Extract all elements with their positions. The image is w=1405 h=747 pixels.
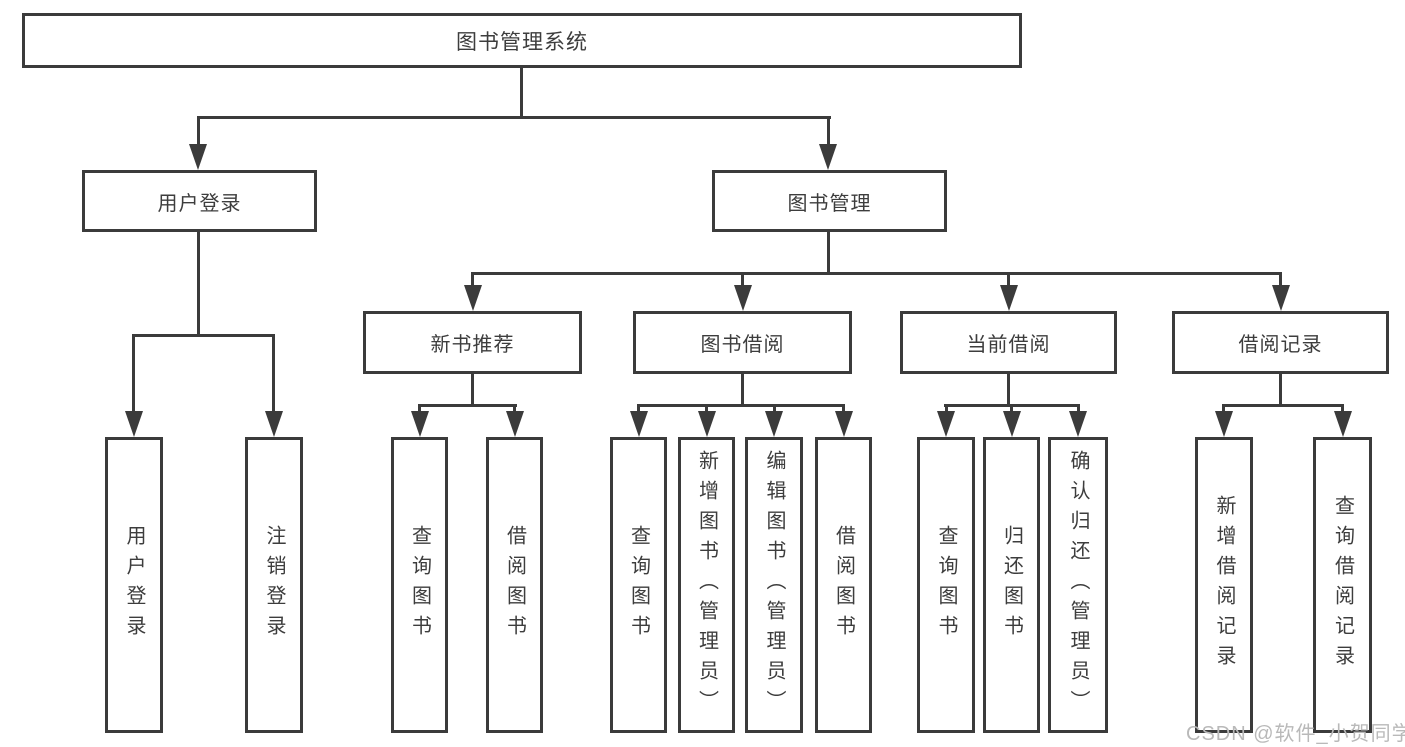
arrow-down-icon — [1069, 411, 1087, 437]
leaf-add-book-admin: 新增图书（管理员） — [678, 437, 735, 733]
connector-line — [741, 275, 744, 287]
arrow-down-icon — [734, 285, 752, 311]
connector-line — [741, 374, 744, 407]
connector-line — [944, 404, 1080, 407]
connector-line — [705, 407, 708, 413]
arrow-down-icon — [835, 411, 853, 437]
leaf-edit-book-admin: 编辑图书（管理员） — [745, 437, 803, 733]
leaf-query-books-borrowing: 查询图书 — [610, 437, 667, 733]
connector-line — [637, 404, 845, 407]
arrow-down-icon — [1334, 411, 1352, 437]
connector-line — [1279, 275, 1282, 287]
arrow-down-icon — [1215, 411, 1233, 437]
arrow-down-icon — [937, 411, 955, 437]
connector-line — [272, 337, 275, 411]
leaf-query-borrow-record: 查询借阅记录 — [1313, 437, 1372, 733]
arrow-down-icon — [189, 144, 207, 170]
leaf-logout: 注销登录 — [245, 437, 303, 733]
connector-line — [520, 68, 523, 119]
connector-line — [842, 407, 845, 413]
connector-line — [1007, 275, 1010, 287]
connector-line — [197, 119, 200, 145]
node-current-borrowing: 当前借阅 — [900, 311, 1117, 374]
connector-line — [471, 275, 474, 287]
connector-line — [827, 119, 830, 145]
leaf-user-login: 用户登录 — [105, 437, 163, 733]
connector-line — [1279, 374, 1282, 407]
connector-line — [637, 407, 640, 413]
node-book-borrowing: 图书借阅 — [633, 311, 852, 374]
arrow-down-icon — [819, 144, 837, 170]
leaf-add-borrow-record: 新增借阅记录 — [1195, 437, 1253, 733]
connector-line — [197, 116, 831, 119]
leaf-return-book: 归还图书 — [983, 437, 1040, 733]
leaf-query-books-recommend: 查询图书 — [391, 437, 448, 733]
connector-line — [773, 407, 776, 413]
connector-line — [1077, 407, 1080, 413]
arrow-down-icon — [1003, 411, 1021, 437]
leaf-confirm-return-admin: 确认归还（管理员） — [1048, 437, 1108, 733]
arrow-down-icon — [765, 411, 783, 437]
arrow-down-icon — [265, 411, 283, 437]
arrow-down-icon — [630, 411, 648, 437]
node-user-login: 用户登录 — [82, 170, 317, 232]
node-new-book-recommend: 新书推荐 — [363, 311, 582, 374]
arrow-down-icon — [698, 411, 716, 437]
connector-line — [471, 272, 1282, 275]
connector-line — [471, 374, 474, 407]
arrow-down-icon — [125, 411, 143, 437]
leaf-query-books-current: 查询图书 — [917, 437, 975, 733]
connector-line — [513, 407, 516, 413]
connector-line — [418, 404, 517, 407]
connector-line — [1222, 404, 1344, 407]
connector-line — [1341, 407, 1344, 413]
arrow-down-icon — [1000, 285, 1018, 311]
arrow-down-icon — [1272, 285, 1290, 311]
leaf-borrow-books-recommend: 借阅图书 — [486, 437, 543, 733]
leaf-borrow-books: 借阅图书 — [815, 437, 872, 733]
watermark: CSDN @软件_小贺同学 — [1186, 723, 1405, 745]
connector-line — [1010, 407, 1013, 413]
connector-line — [1222, 407, 1225, 413]
connector-line — [945, 407, 948, 413]
connector-line — [418, 407, 421, 413]
arrow-down-icon — [506, 411, 524, 437]
node-borrowing-records: 借阅记录 — [1172, 311, 1389, 374]
connector-line — [1007, 374, 1010, 407]
arrow-down-icon — [411, 411, 429, 437]
connector-line — [827, 232, 830, 274]
node-root: 图书管理系统 — [22, 13, 1022, 68]
connector-line — [132, 337, 135, 411]
connector-line — [197, 232, 200, 336]
arrow-down-icon — [464, 285, 482, 311]
connector-line — [132, 334, 275, 337]
node-book-management: 图书管理 — [712, 170, 947, 232]
